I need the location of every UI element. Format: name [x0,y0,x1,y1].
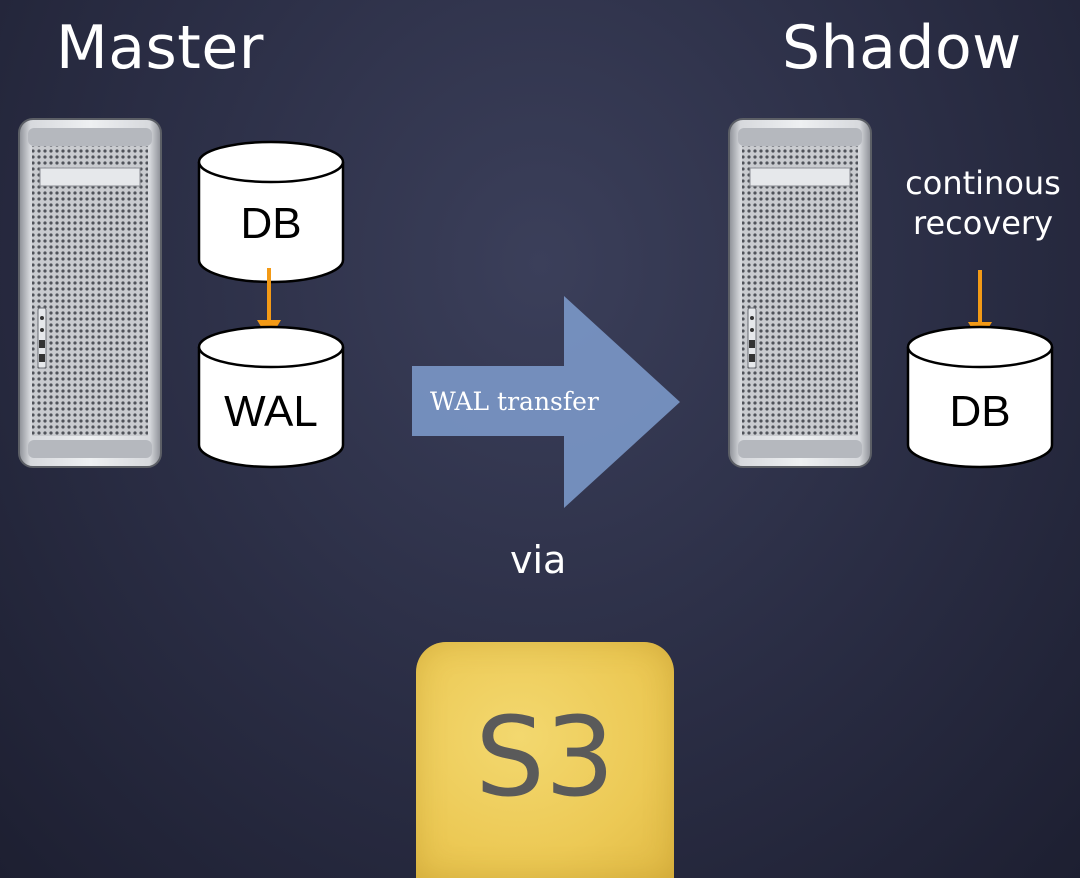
shadow-server-icon [728,118,872,468]
via-label: via [510,538,567,582]
master-db-cylinder [197,140,345,284]
master-title: Master [56,13,264,83]
master-db-label: DB [240,199,302,248]
shadow-db-label: DB [949,387,1011,436]
recovery-note: continous recovery [886,163,1080,243]
s3-logo-tile: S3 [416,642,674,878]
shadow-title: Shadow [782,13,1022,83]
s3-label: S3 [475,693,615,821]
master-server-icon [18,118,162,468]
shadow-db-cylinder [906,325,1054,469]
recovery-note-line2: recovery [912,204,1054,242]
master-wal-label: WAL [224,387,318,436]
master-wal-cylinder [197,325,345,469]
wal-transfer-label: WAL transfer [430,387,599,416]
recovery-note-line1: continous [905,164,1061,202]
wal-transfer-arrow [412,296,680,508]
